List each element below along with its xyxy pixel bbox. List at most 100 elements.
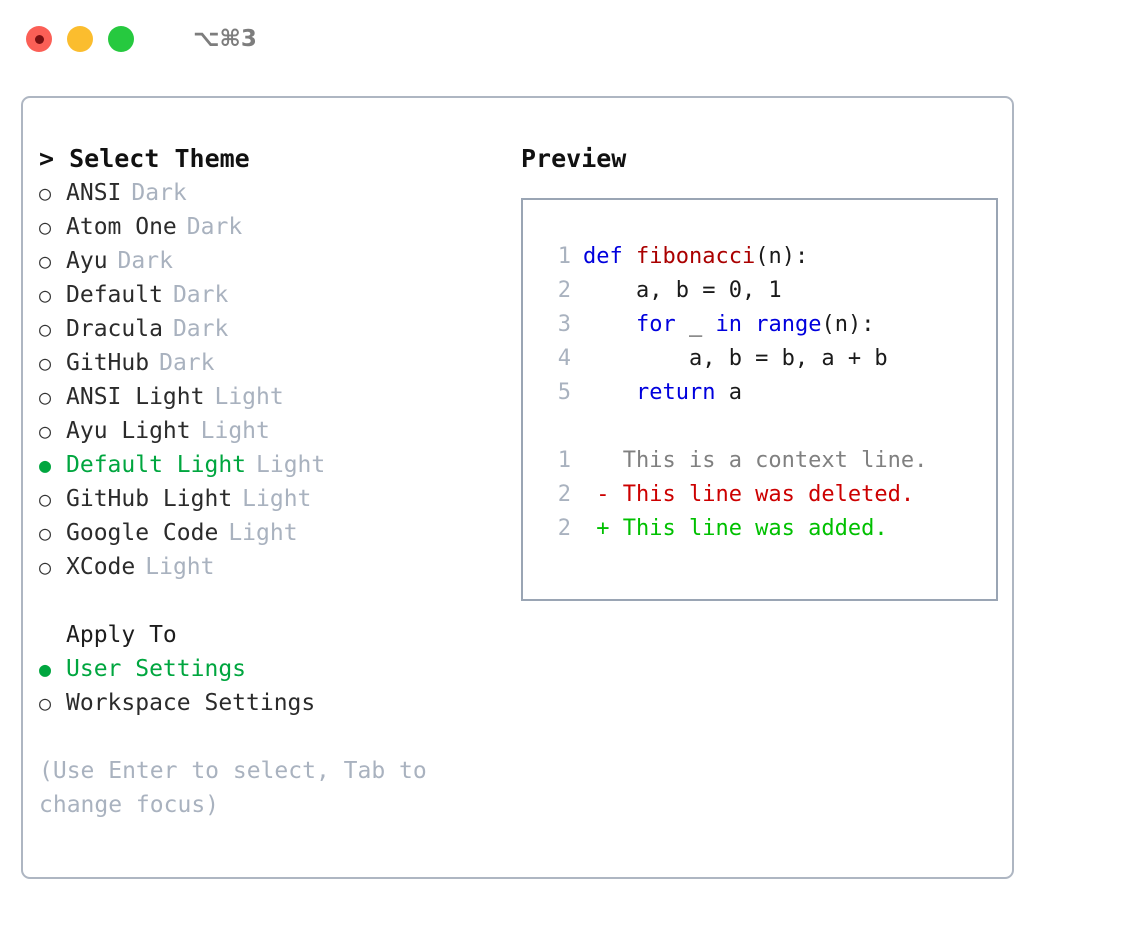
maximize-button[interactable] bbox=[108, 26, 134, 52]
apply-to-heading: Apply To bbox=[66, 622, 177, 648]
code-token: This is a context line. bbox=[583, 448, 928, 473]
theme-category: Dark bbox=[172, 316, 229, 342]
theme-name: Atom One bbox=[66, 214, 177, 240]
theme-name: GitHub Light bbox=[66, 486, 233, 512]
code-token: for bbox=[635, 312, 676, 337]
theme-category: Dark bbox=[159, 350, 215, 376]
apply-to-options: ● User Settings ○Workspace Settings bbox=[39, 652, 501, 720]
code-token: (n): bbox=[755, 244, 809, 269]
theme-name: Default bbox=[66, 282, 163, 308]
code-token: return bbox=[635, 380, 716, 405]
list-spacer bbox=[39, 584, 501, 618]
theme-name: GitHub bbox=[66, 350, 150, 376]
diff-sample: 1 This is a context line.2 - This line w… bbox=[537, 444, 996, 546]
theme-name: Ayu Light bbox=[66, 418, 191, 444]
theme-list-item[interactable]: ○ Default Dark bbox=[39, 278, 501, 312]
code-token: (n): bbox=[821, 312, 875, 337]
radio-selected-icon: ● bbox=[39, 657, 52, 681]
code-token: + This line was added. bbox=[583, 516, 888, 541]
code-token: a, b = 0, 1 bbox=[583, 278, 782, 303]
theme-category: Light bbox=[256, 452, 326, 478]
theme-category: Light bbox=[228, 520, 298, 546]
line-number: 2 bbox=[557, 278, 571, 303]
theme-list-item[interactable]: ○ Dracula Dark bbox=[39, 312, 501, 346]
line-number: 4 bbox=[557, 346, 571, 371]
diff-line: 1 This is a context line. bbox=[537, 444, 996, 478]
code-line: 5 return a bbox=[537, 376, 996, 410]
radio-unselected-icon: ○ bbox=[39, 181, 52, 205]
line-content: for _ in range(n): bbox=[583, 308, 874, 342]
code-diff-separator bbox=[537, 410, 996, 444]
code-token bbox=[583, 380, 636, 405]
minimize-button[interactable] bbox=[67, 26, 93, 52]
radio-unselected-icon: ○ bbox=[39, 419, 52, 443]
code-line: 4 a, b = b, a + b bbox=[537, 342, 996, 376]
code-token: a bbox=[715, 380, 742, 405]
theme-category: Light bbox=[242, 486, 312, 512]
theme-name: Dracula bbox=[66, 316, 163, 342]
theme-name: Google Code bbox=[66, 520, 219, 546]
theme-category: Light bbox=[214, 384, 284, 410]
keyboard-hint-text: (Use Enter to select, Tab to change focu… bbox=[39, 758, 441, 818]
line-number: 1 bbox=[557, 244, 571, 269]
diff-line: 2 - This line was deleted. bbox=[537, 478, 996, 512]
theme-list-item[interactable]: ○ Google Code Light bbox=[39, 516, 501, 550]
code-token bbox=[742, 312, 755, 337]
theme-name: ANSI bbox=[66, 180, 122, 206]
line-content: This is a context line. bbox=[583, 444, 928, 478]
theme-category: Light bbox=[145, 554, 215, 580]
code-line: 1 def fibonacci(n): bbox=[537, 240, 996, 274]
theme-name: ANSI Light bbox=[66, 384, 205, 410]
line-content: a, b = 0, 1 bbox=[583, 274, 782, 308]
keyboard-shortcut-label: ⌥⌘3 bbox=[193, 26, 257, 52]
code-token: range bbox=[755, 312, 822, 337]
line-number: 2 bbox=[557, 482, 571, 507]
line-number: 5 bbox=[557, 380, 571, 405]
code-token: fibonacci bbox=[635, 244, 756, 269]
apply-to-option[interactable]: ○Workspace Settings bbox=[39, 686, 501, 720]
apply-to-label: Workspace Settings bbox=[66, 690, 316, 716]
theme-list-item[interactable]: ○ GitHub Light Light bbox=[39, 482, 501, 516]
diff-line: 2 + This line was added. bbox=[537, 512, 996, 546]
line-number: 1 bbox=[557, 448, 571, 473]
theme-category: Dark bbox=[172, 282, 229, 308]
close-indicator-core bbox=[34, 34, 44, 44]
apply-to-option[interactable]: ● User Settings bbox=[39, 652, 501, 686]
theme-list-item[interactable]: ○ Ayu Light Light bbox=[39, 414, 501, 448]
theme-name: XCode bbox=[66, 554, 136, 580]
code-token: a, b = b, a + b bbox=[583, 346, 888, 371]
line-content: def fibonacci(n): bbox=[583, 240, 808, 274]
radio-unselected-icon: ○ bbox=[39, 487, 52, 511]
code-line: 2 a, b = 0, 1 bbox=[537, 274, 996, 308]
radio-selected-icon: ● bbox=[39, 453, 52, 477]
code-token: def bbox=[583, 244, 636, 269]
code-token: in bbox=[715, 312, 742, 337]
radio-unselected-icon: ○ bbox=[39, 351, 52, 375]
theme-list-item[interactable]: ○ GitHub Dark bbox=[39, 346, 501, 380]
code-token: - This line was deleted. bbox=[583, 482, 915, 507]
line-number: 2 bbox=[557, 516, 571, 541]
apply-to-label: User Settings bbox=[66, 656, 247, 682]
radio-unselected-icon: ○ bbox=[39, 249, 52, 273]
radio-unselected-icon: ○ bbox=[39, 317, 52, 341]
theme-category: Light bbox=[200, 418, 270, 444]
theme-category: Dark bbox=[186, 214, 243, 240]
radio-unselected-icon: ○ bbox=[39, 521, 52, 545]
close-button[interactable] bbox=[26, 26, 52, 52]
radio-unselected-icon: ○ bbox=[39, 283, 52, 307]
line-content: + This line was added. bbox=[583, 512, 888, 546]
